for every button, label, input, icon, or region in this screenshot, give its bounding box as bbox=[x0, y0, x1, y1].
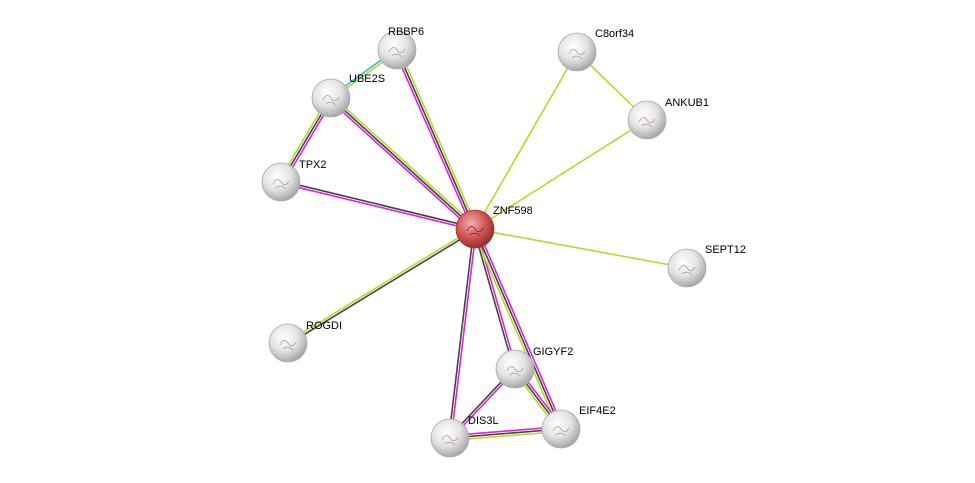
node-C8orf34[interactable]: C8orf34 bbox=[557, 28, 634, 72]
edge-ZNF598-RBBP6[interactable] bbox=[394, 48, 478, 231]
node-label: ROGDI bbox=[306, 320, 342, 332]
edge-line-black bbox=[474, 228, 562, 430]
edge-line-black bbox=[473, 229, 515, 370]
protein-structure-icon bbox=[568, 49, 586, 60]
node-label: ANKUB1 bbox=[665, 97, 709, 109]
edge-ZNF598-EIF4E2[interactable] bbox=[472, 227, 564, 431]
edge-line-lime bbox=[472, 229, 560, 431]
node-label: C8orf34 bbox=[595, 28, 634, 40]
node-label: EIF4E2 bbox=[579, 405, 616, 417]
protein-structure-icon bbox=[441, 435, 459, 446]
node-TPX2[interactable]: TPX2 bbox=[261, 159, 327, 202]
edge-ZNF598-ANKUB1[interactable] bbox=[474, 119, 648, 230]
protein-structure-icon bbox=[638, 117, 656, 128]
protein-structure-icon bbox=[279, 340, 297, 351]
edge-line-magenta bbox=[476, 227, 564, 429]
node-DIS3L[interactable]: DIS3L bbox=[430, 415, 499, 458]
edge-line-magenta bbox=[475, 228, 517, 369]
node-label: RBBP6 bbox=[388, 26, 424, 38]
edge-line-magenta bbox=[280, 182, 475, 231]
edge-line-black bbox=[281, 180, 476, 229]
protein-structure-icon bbox=[506, 366, 524, 377]
edge-line-lime bbox=[474, 51, 578, 230]
protein-structure-icon bbox=[272, 179, 290, 190]
node-label: TPX2 bbox=[299, 159, 327, 171]
protein-structure-icon bbox=[388, 47, 406, 58]
protein-structure-icon bbox=[466, 226, 484, 237]
node-UBE2S[interactable]: UBE2S bbox=[311, 73, 385, 118]
edge-ZNF598-SEPT12[interactable] bbox=[474, 228, 688, 269]
node-label: ZNF598 bbox=[493, 205, 533, 217]
edge-line-lime bbox=[286, 227, 475, 343]
protein-structure-icon bbox=[678, 265, 696, 276]
node-ZNF598[interactable]: ZNF598 bbox=[455, 205, 533, 249]
node-label: DIS3L bbox=[468, 415, 499, 427]
edge-ZNF598-UBE2S[interactable] bbox=[328, 95, 478, 232]
node-RBBP6[interactable]: RBBP6 bbox=[377, 26, 424, 70]
edge-line-lime bbox=[332, 95, 478, 228]
edge-line-lime bbox=[398, 48, 478, 229]
edge-line-magenta bbox=[394, 50, 474, 231]
edge-line-magenta bbox=[328, 99, 474, 232]
edge-ZNF598-DIS3L[interactable] bbox=[448, 228, 477, 439]
edge-line-black bbox=[396, 49, 476, 230]
edge-ZNF598-C8orf34[interactable] bbox=[474, 51, 578, 230]
node-GIGYF2[interactable]: GIGYF2 bbox=[495, 346, 573, 389]
node-SEPT12[interactable]: SEPT12 bbox=[667, 244, 746, 288]
edge-line-black bbox=[288, 229, 477, 345]
edge-ZNF598-TPX2[interactable] bbox=[280, 180, 476, 231]
edge-ZNF598-ROGDI[interactable] bbox=[286, 227, 477, 345]
edge-ZNF598-GIGYF2[interactable] bbox=[473, 228, 517, 370]
node-label: GIGYF2 bbox=[533, 346, 573, 358]
edge-line-black bbox=[330, 97, 476, 230]
edge-line-lime bbox=[474, 119, 648, 230]
edge-line-magenta bbox=[450, 229, 477, 439]
node-EIF4E2[interactable]: EIF4E2 bbox=[541, 405, 616, 449]
edge-line-black bbox=[448, 228, 475, 438]
node-ROGDI[interactable]: ROGDI bbox=[268, 320, 342, 363]
node-label: UBE2S bbox=[349, 73, 385, 85]
protein-structure-icon bbox=[552, 426, 570, 437]
node-label: SEPT12 bbox=[705, 244, 746, 256]
node-ANKUB1[interactable]: ANKUB1 bbox=[627, 97, 709, 140]
protein-structure-icon bbox=[322, 95, 340, 106]
edge-line-lime bbox=[474, 228, 688, 269]
